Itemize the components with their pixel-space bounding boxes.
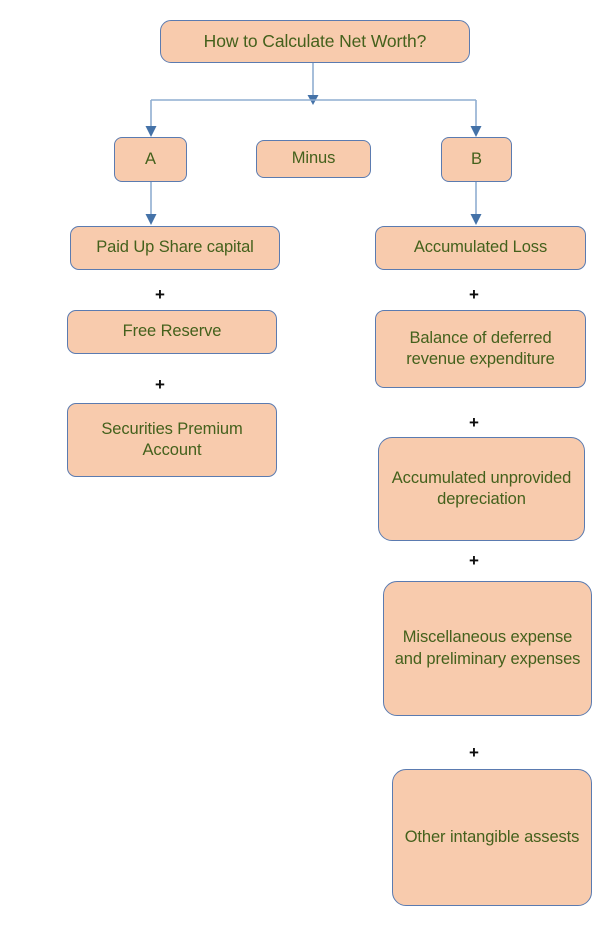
node-label: Minus bbox=[291, 149, 336, 168]
operator-plus: + bbox=[155, 375, 165, 394]
node-label: How to Calculate Net Worth? bbox=[203, 31, 427, 52]
arrowhead-to-a bbox=[145, 126, 157, 137]
node-label: Other intangible assests bbox=[404, 827, 580, 846]
node-label: Miscellaneous expense and preliminary ex… bbox=[394, 628, 581, 668]
node-other-intangible-assests[interactable]: Other intangible assests bbox=[392, 769, 592, 906]
node-miscellaneous-preliminary-expenses[interactable]: Miscellaneous expense and preliminary ex… bbox=[383, 581, 592, 716]
operator-plus: + bbox=[469, 413, 479, 432]
node-how-to-calculate-net-worth[interactable]: How to Calculate Net Worth? bbox=[160, 20, 470, 63]
node-label: Free Reserve bbox=[122, 322, 222, 341]
node-securities-premium-account[interactable]: Securities Premium Account bbox=[67, 403, 277, 477]
node-label: A bbox=[145, 149, 156, 168]
node-accumulated-unprovided-depreciation[interactable]: Accumulated unprovided depreciation bbox=[378, 437, 585, 541]
node-label: B bbox=[471, 149, 482, 168]
node-balance-deferred-revenue-expenditure[interactable]: Balance of deferred revenue expenditure bbox=[375, 310, 586, 388]
node-minus[interactable]: Minus bbox=[256, 140, 371, 178]
arrowhead-title-split bbox=[307, 95, 319, 105]
arrowhead-to-b bbox=[470, 126, 482, 137]
operator-plus: + bbox=[469, 551, 479, 570]
node-label: Accumulated unprovided depreciation bbox=[391, 468, 572, 508]
node-b[interactable]: B bbox=[441, 137, 512, 182]
node-paid-up-share-capital[interactable]: Paid Up Share capital bbox=[70, 226, 280, 270]
node-label: Balance of deferred revenue expenditure bbox=[406, 328, 555, 368]
arrowhead-to-accumulated-loss bbox=[470, 214, 482, 225]
node-accumulated-loss[interactable]: Accumulated Loss bbox=[375, 226, 586, 270]
node-a[interactable]: A bbox=[114, 137, 187, 182]
operator-plus: + bbox=[469, 743, 479, 762]
node-label: Accumulated Loss bbox=[413, 238, 548, 257]
node-free-reserve[interactable]: Free Reserve bbox=[67, 310, 277, 354]
node-label: Securities Premium Account bbox=[101, 419, 243, 459]
operator-plus: + bbox=[155, 285, 165, 304]
arrowhead-to-paid-up bbox=[145, 214, 157, 225]
node-label: Paid Up Share capital bbox=[96, 238, 254, 257]
operator-plus: + bbox=[469, 285, 479, 304]
